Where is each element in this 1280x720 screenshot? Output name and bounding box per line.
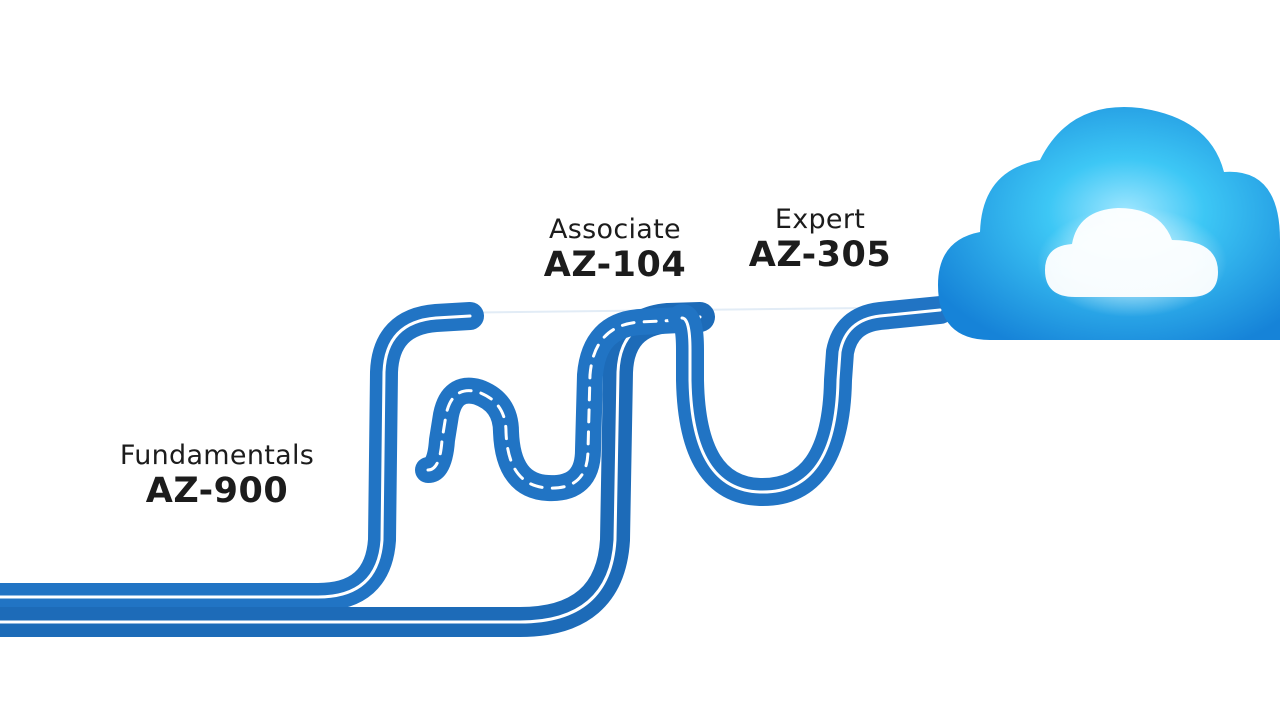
- milestone-level-label: Expert: [774, 204, 866, 235]
- road-u-loop: [668, 296, 954, 506]
- milestone-associate: Associate AZ-104: [515, 214, 715, 285]
- milestone-exam-code: AZ-305: [748, 235, 892, 276]
- road-winding: [415, 307, 693, 502]
- road-main: [0, 302, 484, 611]
- milestone-expert: Expert AZ-305: [735, 204, 905, 275]
- cloud-icon: [938, 107, 1280, 340]
- milestone-exam-code: AZ-104: [543, 245, 687, 286]
- milestone-level-label: Fundamentals: [119, 440, 315, 471]
- milestone-level-label: Associate: [549, 214, 681, 245]
- milestone-fundamentals: Fundamentals AZ-900: [96, 440, 338, 511]
- milestone-exam-code: AZ-900: [145, 471, 289, 512]
- road-u-loop-stripe: [680, 308, 942, 494]
- road-main-stripe: [0, 314, 472, 599]
- road-winding-dashes: [426, 318, 682, 490]
